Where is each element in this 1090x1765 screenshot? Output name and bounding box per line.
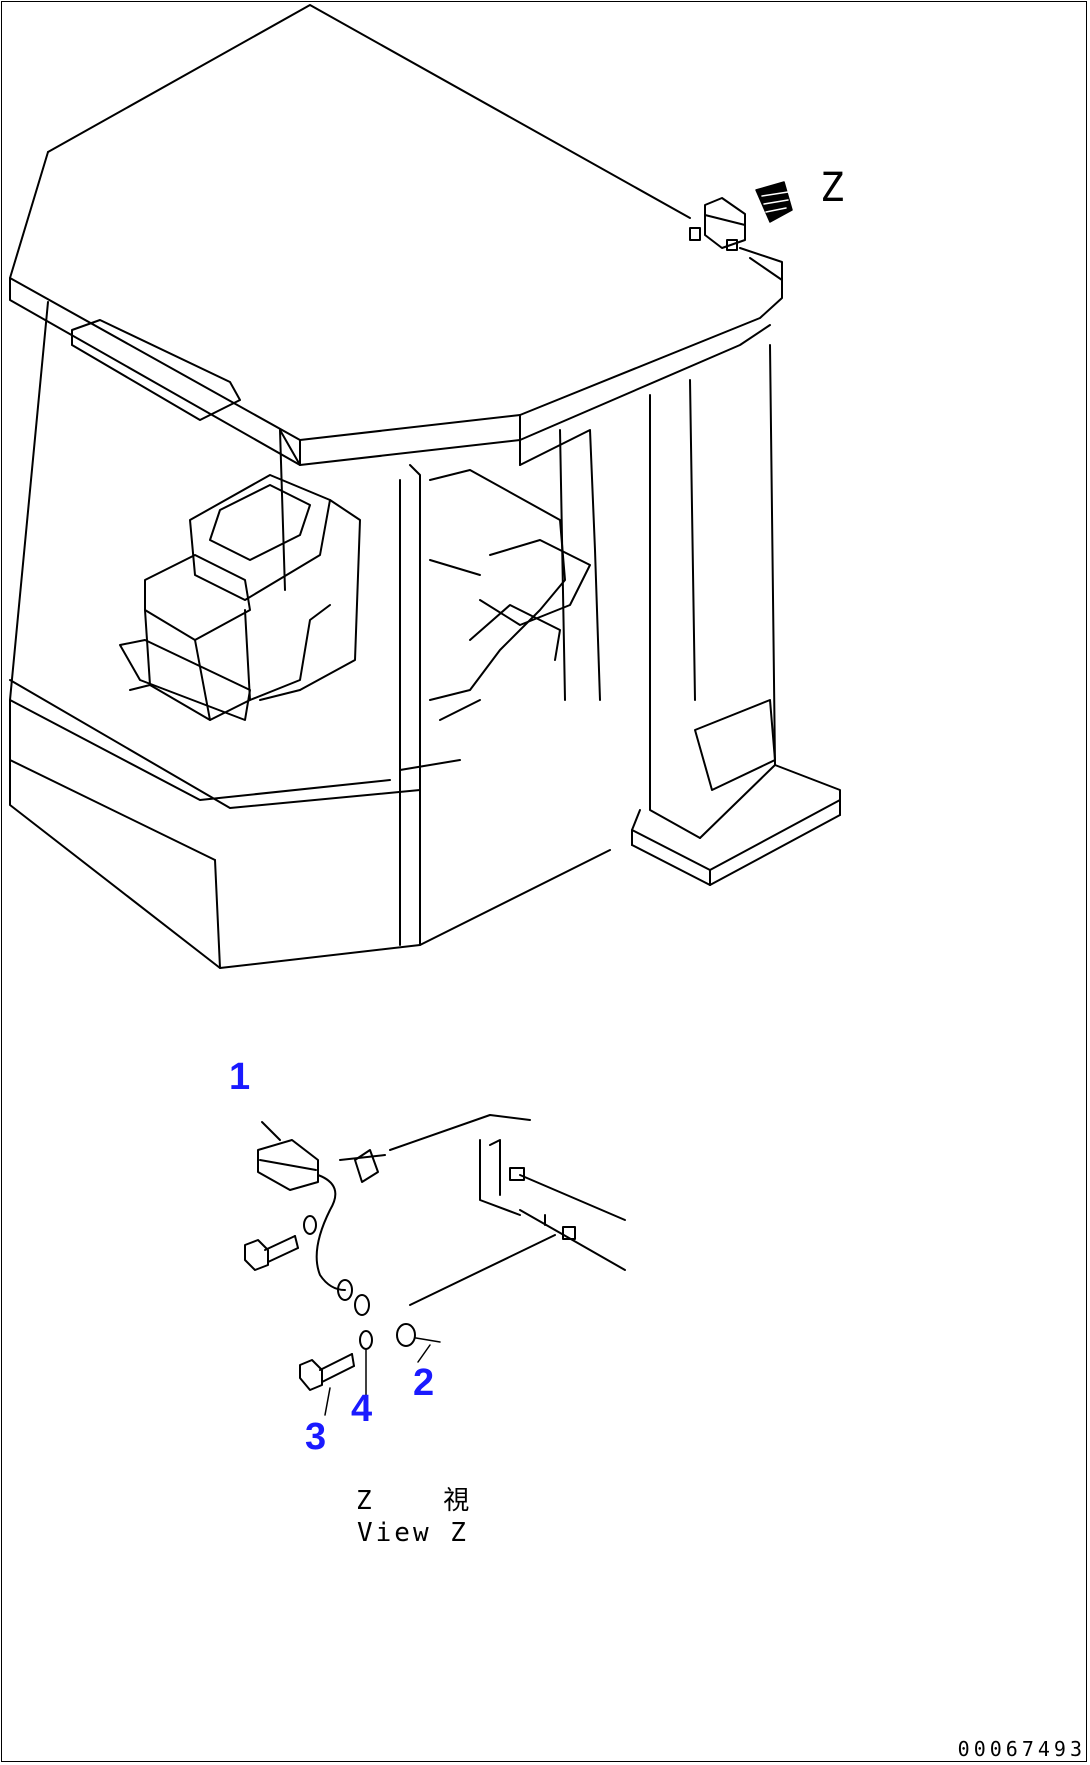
callout-3: 3 <box>305 1416 327 1458</box>
leader-lines <box>324 1337 441 1416</box>
lamp-assembly <box>257 1121 379 1291</box>
view-arrow-icon <box>755 181 793 223</box>
drawing-number: 00067493 <box>957 1737 1086 1761</box>
bolt-upper <box>244 1235 299 1271</box>
cab-interior-right <box>399 469 591 771</box>
callout-2: 2 <box>413 1362 435 1404</box>
view-z-detail <box>339 1114 626 1306</box>
callout-4: 4 <box>351 1388 373 1430</box>
view-marker: Z <box>820 165 845 211</box>
cab-body <box>9 301 611 969</box>
bolt-lower <box>299 1353 355 1391</box>
seat-console <box>119 474 361 721</box>
view-caption-japanese: Z 視 <box>356 1486 498 1516</box>
callout-1: 1 <box>229 1056 251 1098</box>
rear-pillar <box>631 344 841 886</box>
roof-lamp <box>689 197 746 251</box>
cab-roof <box>9 4 783 466</box>
view-caption-english: View Z <box>357 1518 469 1548</box>
washers <box>303 1215 416 1350</box>
